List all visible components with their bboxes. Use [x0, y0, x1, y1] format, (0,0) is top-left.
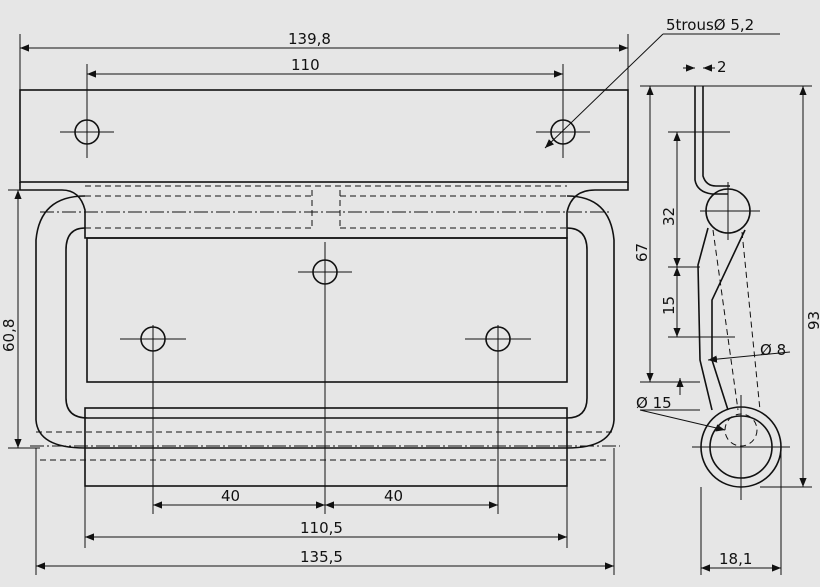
- side-view: 2 32 15 67 93 Ø 8 Ø 15 18,1: [633, 58, 820, 575]
- dim-top-holes: 110: [291, 56, 320, 74]
- dim-dia-15: Ø 15: [636, 394, 672, 412]
- dim-dia-8: Ø 8: [760, 341, 786, 359]
- dim-width: 18,1: [719, 550, 752, 568]
- dim-67: 67: [633, 243, 651, 262]
- side-arm-outer: [697, 227, 713, 411]
- dim-32: 32: [660, 207, 678, 226]
- leader-dia-8: [707, 351, 791, 363]
- mounting-plate: [19, 89, 629, 183]
- dim-left-height: 60,8: [0, 319, 18, 352]
- side-arm-hidden-1: [741, 231, 761, 411]
- dim-bottom-110: 110,5: [300, 519, 343, 537]
- dim-40-left: 40: [221, 487, 240, 505]
- inner-plate: [86, 237, 568, 383]
- dim-bottom-overall: 135,5: [300, 548, 343, 566]
- handle-inner: [65, 227, 588, 419]
- side-backplate: [694, 86, 730, 195]
- side-arm-hidden-2: [712, 229, 739, 411]
- dim-top-overall: 139,8: [288, 30, 331, 48]
- dim-40-right: 40: [384, 487, 403, 505]
- dim-thickness: 2: [717, 58, 727, 76]
- dim-15: 15: [660, 296, 678, 315]
- leader-dia-15: [639, 409, 726, 432]
- front-view: 139,8 110 5trousØ 5,2 60,8 40 40 110,5 1…: [0, 16, 780, 575]
- leader-holes: [544, 33, 664, 149]
- plate-neck: [19, 182, 629, 239]
- dim-93: 93: [805, 311, 820, 330]
- mounting-hole-left: [60, 106, 114, 158]
- grip-tube: [84, 407, 568, 487]
- mounting-hole-right: [536, 106, 590, 158]
- holes-note: 5trousØ 5,2: [666, 16, 754, 34]
- side-arm-inner: [711, 229, 746, 411]
